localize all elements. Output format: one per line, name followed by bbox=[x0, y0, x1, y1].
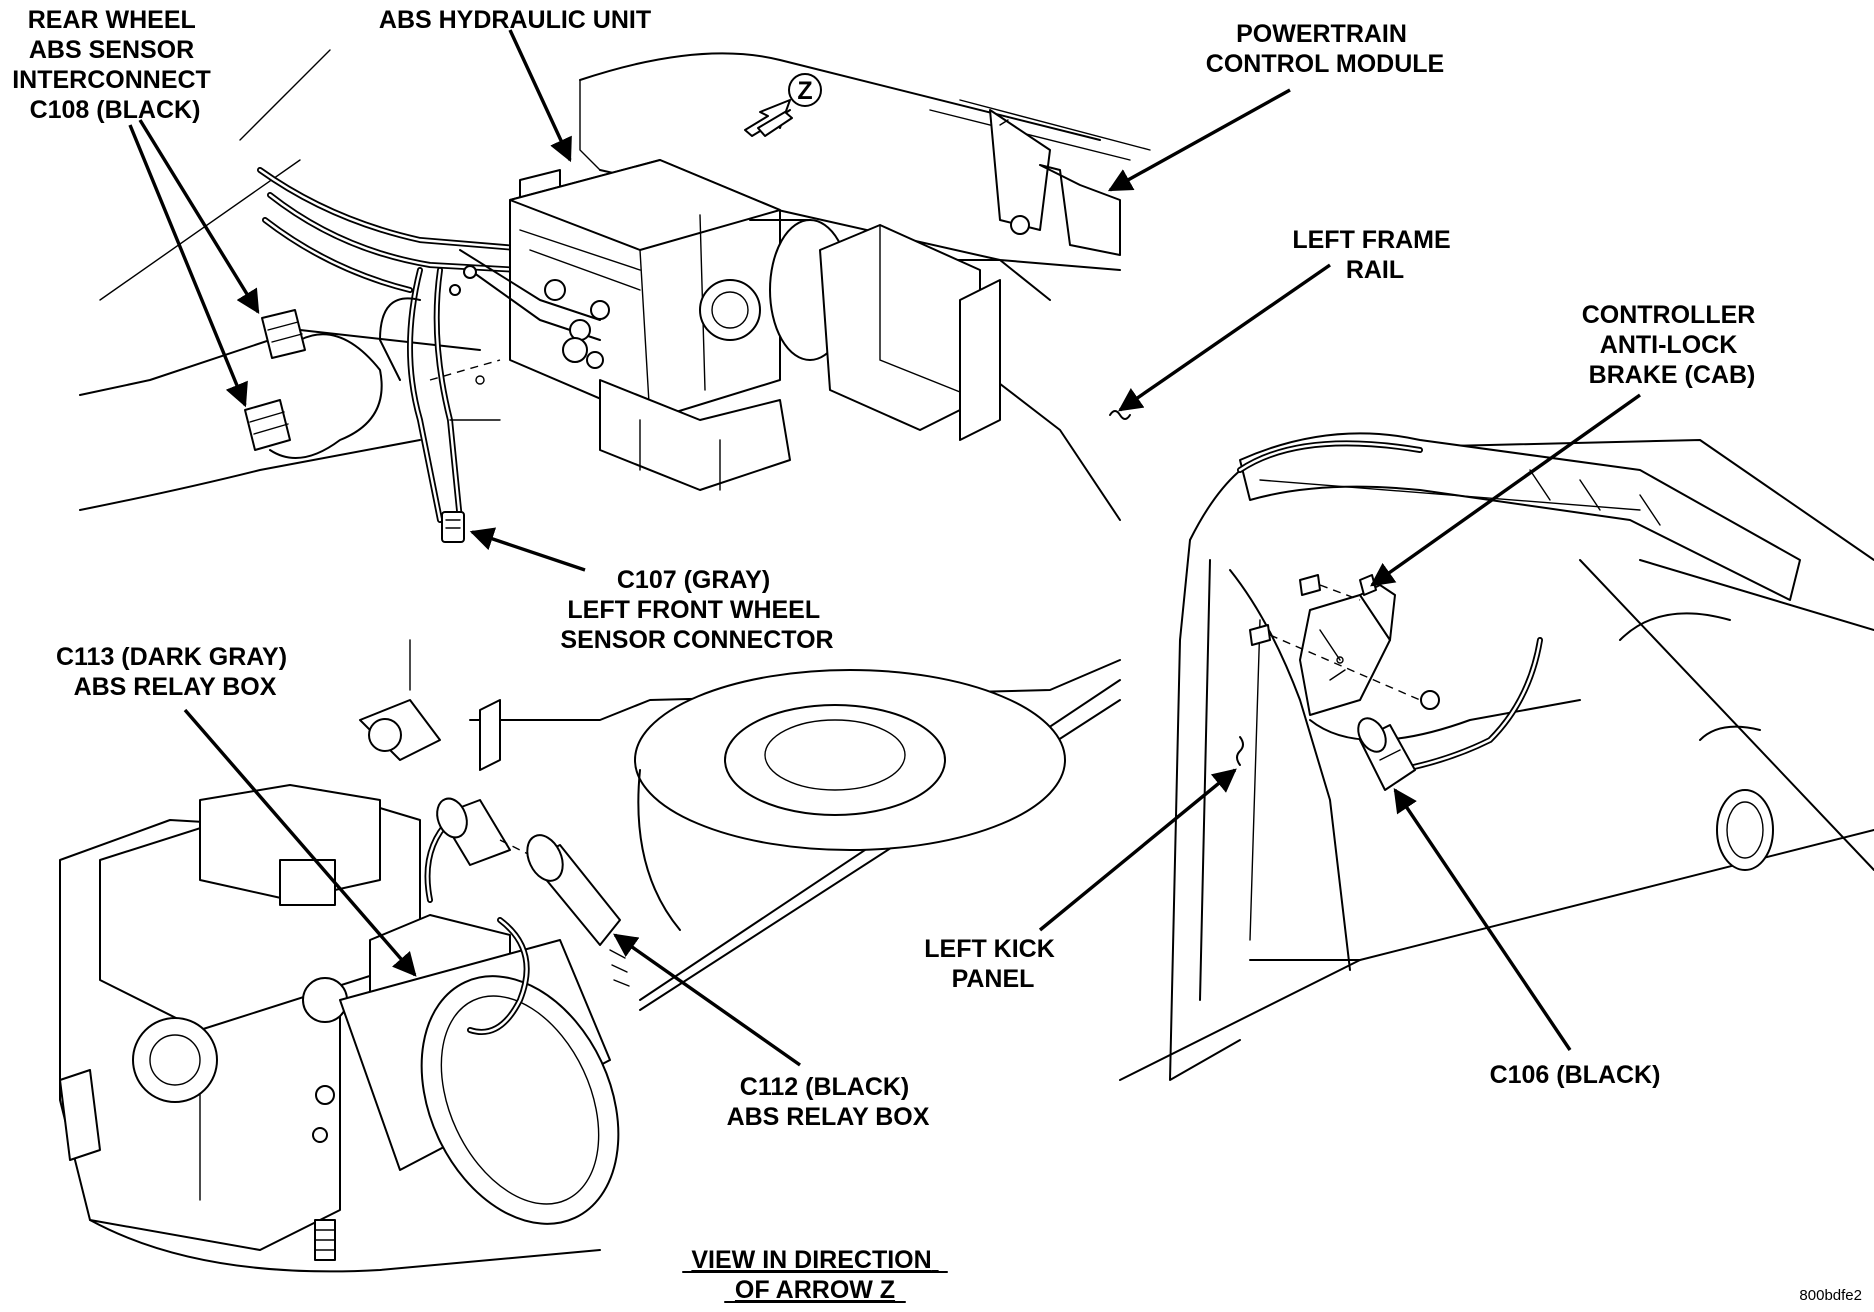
leader-c108-upper bbox=[138, 119, 260, 315]
label-left-frame-rail: LEFT FRAME RAIL bbox=[1292, 226, 1457, 284]
label-c107: C107 (GRAY) LEFT FRONT WHEEL SENSOR CONN… bbox=[560, 566, 833, 654]
leader-left-frame-rail bbox=[1118, 263, 1331, 412]
label-left-kick-panel: LEFT KICK PANEL bbox=[924, 935, 1062, 993]
arrow-z-indicator: Z bbox=[744, 73, 822, 137]
label-rear-wheel-sensor: REAR WHEEL ABS SENSOR INTERCONNECT C108 … bbox=[12, 6, 218, 124]
leader-c108-lower bbox=[128, 124, 248, 408]
leader-abs-hydraulic-unit bbox=[508, 29, 572, 163]
c108-connector-upper bbox=[261, 309, 306, 359]
label-view-direction: VIEW IN DIRECTION OF ARROW Z bbox=[691, 1246, 938, 1304]
view-z-relay-box bbox=[59, 639, 1121, 1273]
arrow-z-letter: Z bbox=[797, 77, 812, 105]
label-controller-anti-lock-brake: CONTROLLER ANTI-LOCK BRAKE (CAB) bbox=[1582, 301, 1763, 389]
dash-cross-member bbox=[1239, 432, 1801, 601]
leader-c113 bbox=[183, 708, 417, 977]
engine-compartment-view bbox=[79, 49, 1151, 543]
leader-c107 bbox=[469, 527, 586, 572]
leader-lines bbox=[128, 29, 1641, 1067]
leader-cab bbox=[1370, 393, 1641, 587]
pcm-connector bbox=[1039, 164, 1121, 256]
cab-kick-panel-view bbox=[1119, 432, 1874, 1081]
label-c113: C113 (DARK GRAY) ABS RELAY BOX bbox=[56, 643, 294, 701]
label-c106: C106 (BLACK) bbox=[1490, 1061, 1661, 1089]
leader-pcm bbox=[1107, 88, 1291, 192]
leader-left-kick-panel bbox=[1038, 768, 1237, 932]
label-c112: C112 (BLACK) ABS RELAY BOX bbox=[727, 1073, 930, 1131]
label-abs-hydraulic-unit: ABS HYDRAULIC UNIT bbox=[379, 6, 651, 34]
callout-labels: REAR WHEEL ABS SENSOR INTERCONNECT C108 … bbox=[12, 6, 1862, 1304]
arrow-z-circle bbox=[788, 73, 822, 107]
leader-c106 bbox=[1393, 788, 1572, 1051]
leader-c112 bbox=[613, 933, 801, 1067]
c108-connector-lower bbox=[244, 399, 291, 451]
pcm-bracket bbox=[989, 109, 1051, 231]
label-powertrain-control-module: POWERTRAIN CONTROL MODULE bbox=[1206, 20, 1444, 78]
c107-connector bbox=[441, 511, 465, 543]
figure-code: 800bdfe2 bbox=[1799, 1287, 1862, 1304]
